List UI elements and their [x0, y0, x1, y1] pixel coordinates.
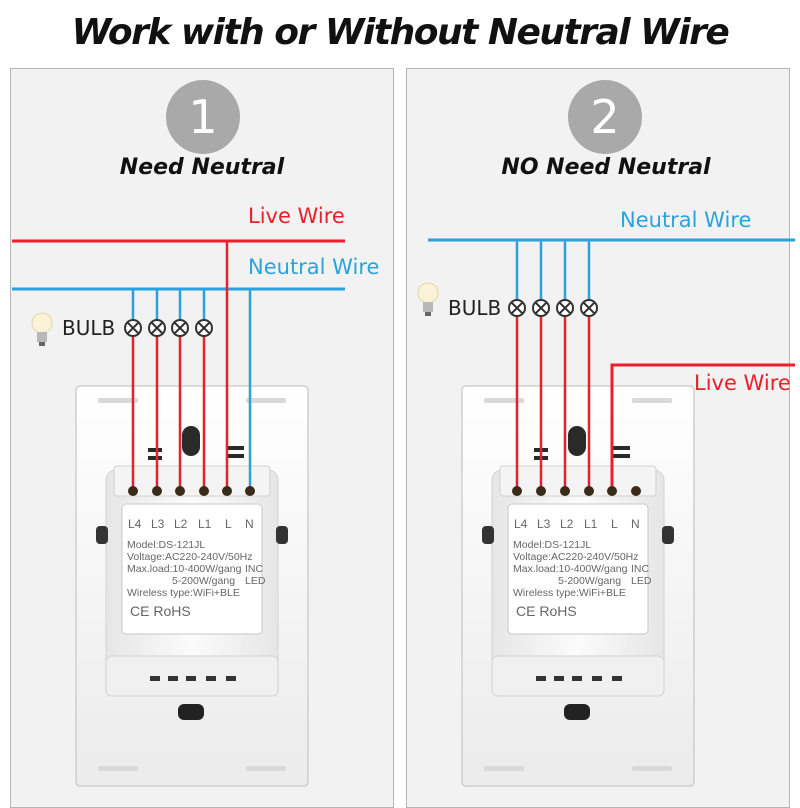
p1-bulb-label: BULB — [62, 316, 116, 340]
terminal-label: L2 — [560, 517, 574, 531]
terminal-label: L — [611, 517, 618, 531]
p2-lightbulb-icon — [417, 282, 439, 316]
voltage-text: Voltage:AC220-240V/50Hz — [127, 551, 253, 563]
maxload-text: Max.load:10-400W/gang — [127, 563, 242, 575]
maxload2-type: LED — [245, 575, 266, 587]
terminal-label: L4 — [128, 517, 142, 531]
p1-live-wire-label: Live Wire — [248, 204, 345, 228]
cert-marks: CE RoHS — [516, 603, 577, 619]
model-text: Model:DS-121JL — [513, 539, 591, 551]
maxload-text: Max.load:10-400W/gang — [513, 563, 628, 575]
terminal-label: N — [245, 517, 254, 531]
p1-neutral-wire-label: Neutral Wire — [248, 255, 380, 279]
p2-bulb-symbols — [508, 299, 598, 317]
panel-1-heading: Need Neutral — [119, 155, 285, 180]
maxload-type: INC — [631, 563, 650, 575]
maxload2-text: 5-200W/gang — [172, 575, 235, 587]
terminal-label: L1 — [198, 517, 212, 531]
panel-2-heading: NO Need Neutral — [501, 155, 711, 180]
maxload2-text: 5-200W/gang — [558, 575, 621, 587]
terminal-label: L3 — [151, 517, 165, 531]
terminal-label: L2 — [174, 517, 188, 531]
switch-2-label: L4 L3 L2 L1 L N Model:DS-121JL Voltage:A… — [513, 517, 652, 619]
p2-bulb-label: BULB — [448, 296, 502, 320]
terminal-label: L1 — [584, 517, 598, 531]
p1-lightbulb-icon — [31, 312, 53, 346]
terminal-label: L — [225, 517, 232, 531]
voltage-text: Voltage:AC220-240V/50Hz — [513, 551, 639, 563]
terminal-label: L4 — [514, 517, 528, 531]
p2-live-line — [610, 363, 795, 490]
maxload-type: INC — [245, 563, 264, 575]
step-number-badge-2: 2 — [568, 80, 642, 154]
wireless-text: Wireless type:WiFi+BLE — [127, 587, 240, 599]
p2-live-wire-label: Live Wire — [694, 371, 791, 395]
model-text: Model:DS-121JL — [127, 539, 205, 551]
p1-terminal-screws — [128, 486, 255, 496]
maxload2-type: LED — [631, 575, 652, 587]
cert-marks: CE RoHS — [130, 603, 191, 619]
terminal-label: N — [631, 517, 640, 531]
terminal-label: L3 — [537, 517, 551, 531]
step-number-badge-1: 1 — [166, 80, 240, 154]
page-title: Work with or Without Neutral Wire — [71, 12, 730, 53]
p2-terminal-screws — [512, 486, 641, 496]
p2-neutral-wire-label: Neutral Wire — [620, 208, 752, 232]
p1-bulb-symbols — [124, 319, 213, 337]
switch-1-label: L4 L3 L2 L1 L N Model:DS-121JL Voltage:A… — [127, 517, 266, 619]
wireless-text: Wireless type:WiFi+BLE — [513, 587, 626, 599]
